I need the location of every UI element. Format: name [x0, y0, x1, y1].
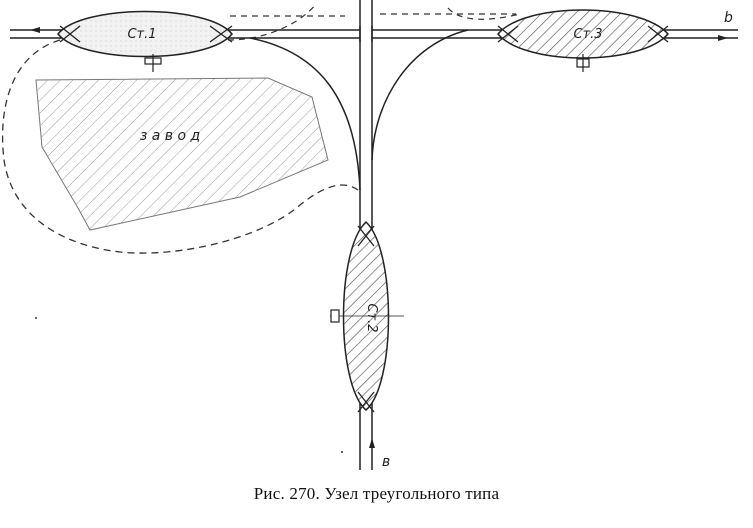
bypass-arc-left — [227, 3, 317, 41]
station-1-switch-right — [209, 25, 233, 43]
station-3-switch-right — [647, 25, 669, 43]
station-2-label: Ст.2 — [364, 303, 379, 332]
station-3-label: Ст.3 — [573, 27, 602, 42]
station-1-shape — [57, 10, 233, 58]
station-1-label: Ст.1 — [127, 27, 156, 42]
curve-right-connection — [371, 29, 469, 161]
figure-caption: Рис. 270. Узел треугольного типа — [253, 484, 500, 503]
direction-label-v: в — [382, 454, 390, 470]
station-3-shape — [497, 9, 669, 59]
stray-mark — [35, 317, 37, 319]
station-3-building-icon — [576, 54, 590, 72]
bypass-arc-right — [447, 7, 521, 20]
arrow-right-icon — [718, 35, 728, 41]
arrow-left-icon — [30, 27, 40, 33]
factory-connection-loop — [1, 39, 359, 254]
curve-left-connection — [249, 37, 361, 191]
arrow-up-icon — [369, 438, 375, 448]
station-3-switch-left — [497, 25, 519, 43]
direction-label-b: b — [724, 10, 733, 26]
factory-zone — [35, 77, 329, 231]
station-1-switch-left — [59, 25, 81, 43]
station-2-building-icon — [330, 309, 340, 323]
stray-mark — [341, 451, 343, 453]
factory-label: з а в о д — [140, 128, 200, 144]
station-1-building-icon — [144, 54, 162, 72]
station-2-switch-bottom — [357, 391, 375, 413]
station-2-switch-top — [357, 225, 375, 247]
